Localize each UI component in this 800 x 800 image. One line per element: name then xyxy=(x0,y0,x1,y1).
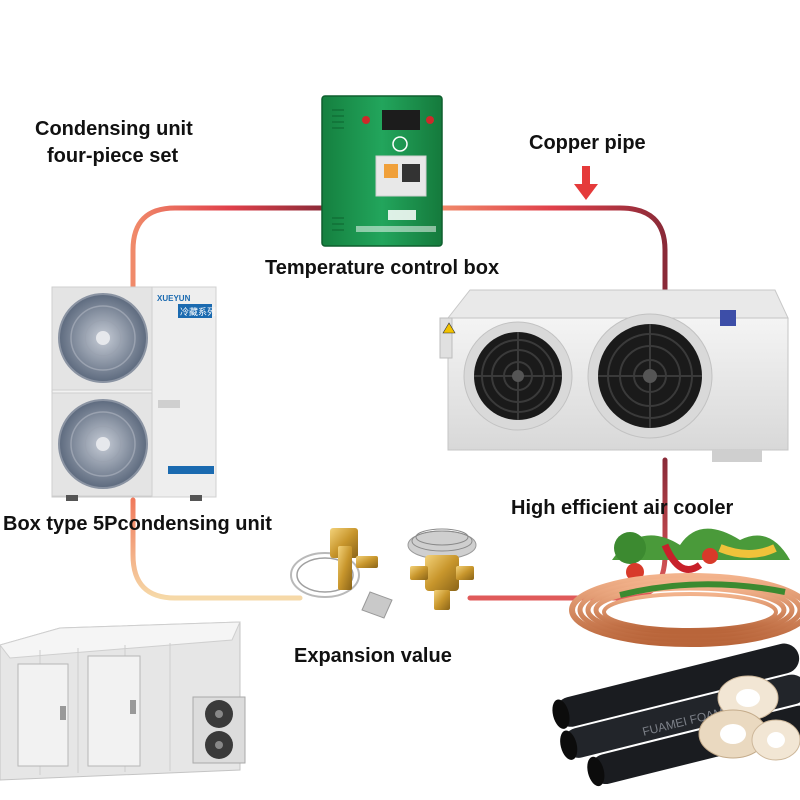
pipe-top-left xyxy=(130,205,328,293)
copper-pipe-label: Copper pipe xyxy=(529,132,646,154)
temperature-display xyxy=(382,110,420,130)
arrow-down-icon xyxy=(574,166,598,200)
temperature-control-box-label: Temperature control box xyxy=(265,257,500,279)
fan-icon xyxy=(58,399,148,489)
cloud-logo-icon xyxy=(392,136,408,152)
condensing-set-title-line1: Condensing unit xyxy=(35,118,193,140)
condensing-set-title-line2: four-piece set xyxy=(47,145,179,167)
pipe-top-right xyxy=(437,205,668,293)
cold-room-door xyxy=(17,663,69,767)
condensing-unit: XUEYUN 冷藏系列 xyxy=(51,286,217,501)
foam-insulation-tubes: FUAMEI FOAM xyxy=(552,643,800,787)
fan-icon xyxy=(587,313,713,439)
qr-code-icon xyxy=(402,164,420,182)
cold-room xyxy=(0,621,246,781)
air-cooler-label: High efficient air cooler xyxy=(511,497,734,519)
fan-icon xyxy=(58,293,148,383)
brand-badge xyxy=(720,310,736,326)
expansion-valve-label: Expansion value xyxy=(294,645,452,667)
expansion-valve xyxy=(407,528,477,610)
vegetables-and-copper-coil xyxy=(569,528,800,647)
pipe-bottom-left xyxy=(130,497,303,601)
condenser-brand: XUEYUN xyxy=(157,294,191,303)
condenser-series: 冷藏系列 xyxy=(180,306,216,317)
fan-icon xyxy=(463,321,573,431)
expansion-valve xyxy=(290,528,393,619)
temperature-control-box xyxy=(321,95,443,247)
air-cooler xyxy=(439,289,789,462)
condensing-unit-label: Box type 5Pcondensing unit xyxy=(3,513,272,535)
